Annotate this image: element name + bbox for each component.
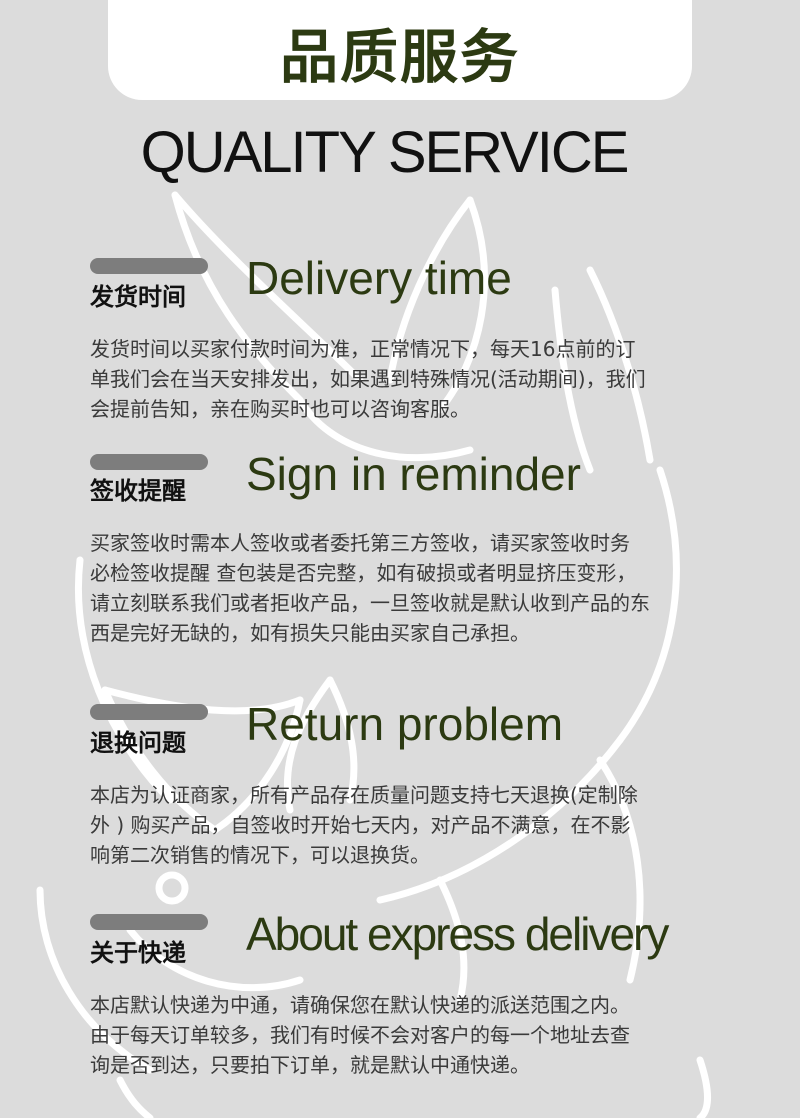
body-line: 询是否到达，只要拍下订单，就是默认中通快递。 [90, 1053, 530, 1077]
page-title: 品质服务 [279, 23, 520, 91]
section-heading: About express delivery [246, 908, 669, 960]
section-label: 退换问题 [90, 729, 186, 757]
body-line: 发货时间以买家付款时间为准，正常情况下，每天16点前的订 [90, 337, 636, 361]
body-line: 买家签收时需本人签收或者委托第三方签收，请买家签收时务 [90, 531, 630, 555]
body-line: 请立刻联系我们或者拒收产品，一旦签收就是默认收到产品的东 [90, 591, 650, 615]
section-pill [90, 258, 208, 274]
section-label: 签收提醒 [90, 477, 186, 505]
section-body: 买家签收时需本人签收或者委托第三方签收，请买家签收时务 必检签收提醒 查包装是否… [90, 528, 730, 648]
page-subtitle: QUALITY SERVICE [140, 120, 630, 185]
section-pill [90, 914, 208, 930]
section-pill [90, 454, 208, 470]
section-label: 发货时间 [90, 283, 186, 311]
title-tab [108, 0, 692, 100]
section-heading: Return problem [246, 698, 564, 750]
section-heading: Delivery time [246, 252, 512, 304]
body-line: 单我们会在当天安排发出，如果遇到特殊情况(活动期间)，我们 [90, 367, 646, 391]
section-heading: Sign in reminder [246, 448, 581, 500]
body-line: 本店默认快递为中通，请确保您在默认快递的派送范围之内。 [90, 993, 630, 1017]
body-line: 必检签收提醒 查包装是否完整，如有破损或者明显挤压变形， [90, 561, 637, 585]
section-body: 本店为认证商家，所有产品存在质量问题支持七天退换(定制除 外 ) 购买产品，自签… [90, 780, 730, 870]
body-line: 会提前告知，亲在购买时也可以咨询客服。 [90, 397, 470, 421]
section-body: 发货时间以买家付款时间为准，正常情况下，每天16点前的订 单我们会在当天安排发出… [90, 334, 730, 424]
body-line: 由于每天订单较多，我们有时候不会对客户的每一个地址去查 [90, 1023, 630, 1047]
body-line: 响第二次销售的情况下，可以退换货。 [90, 843, 430, 867]
body-line: 本店为认证商家，所有产品存在质量问题支持七天退换(定制除 [90, 783, 638, 807]
body-line: 西是完好无缺的，如有损失只能由买家自己承担。 [90, 621, 530, 645]
section-label: 关于快递 [90, 939, 186, 967]
section-pill [90, 704, 208, 720]
section-body: 本店默认快递为中通，请确保您在默认快递的派送范围之内。 由于每天订单较多，我们有… [90, 990, 730, 1080]
body-line: 外 ) 购买产品，自签收时开始七天内，对产品不满意，在不影 [90, 813, 631, 837]
